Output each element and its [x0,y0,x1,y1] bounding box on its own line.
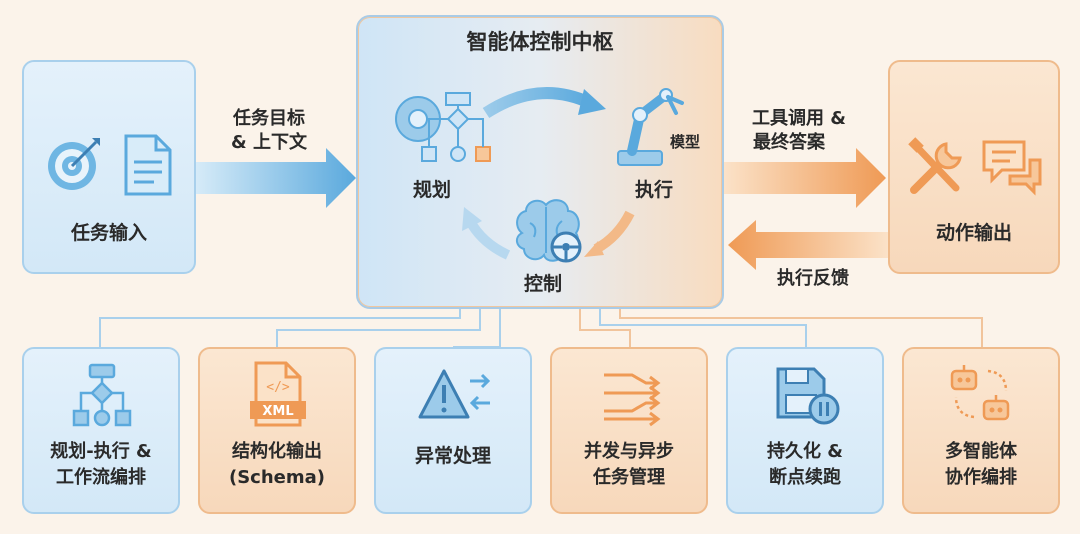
output-arrow-label-1: 工具调用 & [752,108,846,129]
action-output-box: 动作输出 [888,60,1060,274]
module-label-1a: 规划-执行 & [50,441,152,462]
hub-title: 智能体控制中枢 [466,30,614,54]
control-label: 控制 [523,273,562,295]
module-structured-output: </> XML 结构化输出 (Schema) [198,347,356,514]
module-concurrency: 并发与异步 任务管理 [550,347,708,514]
model-label: 模型 [669,133,700,151]
module-label-6b: 协作编排 [945,467,1017,488]
module-label-1b: 工作流编排 [56,467,146,488]
chat-bubbles-icon [982,140,1042,196]
brain-icon [516,199,582,263]
module-label-5a: 持久化 & [767,441,843,462]
robots-icon [950,365,1010,421]
module-plan-exec: 规划-执行 & 工作流编排 [22,347,180,514]
warning-arrows-icon [418,369,491,419]
module-label-4b: 任务管理 [593,467,665,488]
svg-text:XML: XML [262,404,293,419]
svg-text:</>: </> [266,380,290,395]
control-hub: 智能体控制中枢 规划 模型 执行 [356,15,724,309]
module-exception-handling: 异常处理 [374,347,532,514]
execution-label: 执行 [634,179,673,201]
module-persistence: 持久化 & 断点续跑 [726,347,884,514]
feedback-label: 执行反馈 [777,268,849,289]
input-arrow-label-1: 任务目标 [233,108,305,129]
module-label-2a: 结构化输出 [232,441,322,462]
document-icon [124,134,172,196]
tools-icon [908,137,962,194]
feedback-arrow [728,220,888,270]
task-input-label: 任务输入 [70,222,147,244]
module-label-3a: 异常处理 [414,445,491,467]
robot-arm-icon [617,88,684,166]
module-label-6a: 多智能体 [945,441,1017,462]
planning-icon [395,92,491,162]
module-multi-agent: 多智能体 协作编排 [902,347,1060,514]
input-arrow-label-2: & 上下文 [231,132,307,153]
cycle-arrows [462,87,635,260]
output-arrow-label-2: 最终答案 [753,132,825,153]
task-input-box: 任务输入 [22,60,196,274]
xml-file-icon: </> XML [250,361,306,427]
input-arrow [196,148,356,208]
action-output-label: 动作输出 [935,222,1012,244]
save-pause-icon [776,367,840,425]
target-icon [48,138,100,190]
module-label-2b: (Schema) [228,467,325,488]
parallel-arrows-icon [604,373,661,427]
output-arrow [724,148,886,208]
module-label-4a: 并发与异步 [584,441,674,462]
planning-label: 规划 [412,179,451,201]
module-label-5b: 断点续跑 [769,467,841,488]
flowchart-icon [72,363,132,427]
